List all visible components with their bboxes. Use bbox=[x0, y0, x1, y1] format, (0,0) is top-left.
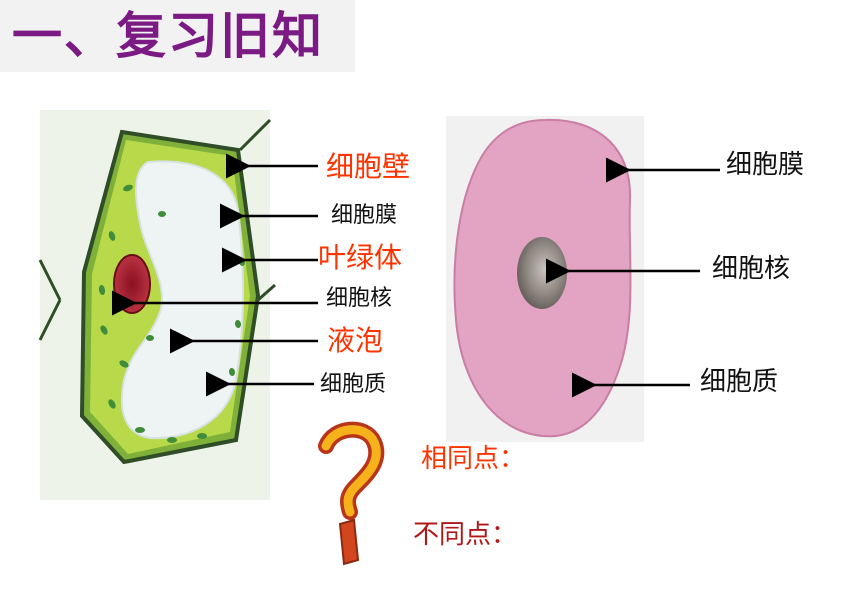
question-differences: 不同点： bbox=[413, 520, 518, 550]
slide-title: 一、复习旧知 bbox=[12, 7, 324, 65]
label-animal-cell-membrane: 细胞膜 bbox=[726, 150, 805, 180]
label-plant-cytoplasm: 细胞质 bbox=[320, 372, 387, 397]
animal-cell bbox=[453, 118, 632, 438]
neighbor-cells bbox=[38, 118, 276, 341]
label-animal-cytoplasm: 细胞质 bbox=[700, 367, 779, 397]
label-plant-cell-membrane: 细胞膜 bbox=[331, 203, 398, 228]
label-plant-vacuole: 液泡 bbox=[327, 324, 384, 357]
animal-nucleus bbox=[517, 237, 567, 309]
label-plant-nucleus: 细胞核 bbox=[326, 286, 393, 311]
question-similarities: 相同点： bbox=[421, 444, 526, 474]
label-animal-nucleus: 细胞核 bbox=[712, 254, 791, 284]
plant-cell bbox=[79, 129, 261, 465]
plant-nucleus bbox=[113, 254, 151, 314]
question-mark-icon bbox=[318, 421, 385, 566]
label-plant-cell-wall: 细胞壁 bbox=[326, 150, 411, 183]
plant-cell-pointers bbox=[112, 153, 318, 397]
animal-cell-pointers bbox=[546, 157, 720, 398]
title-band bbox=[0, 0, 355, 72]
label-plant-chloroplast: 叶绿体 bbox=[318, 241, 403, 274]
